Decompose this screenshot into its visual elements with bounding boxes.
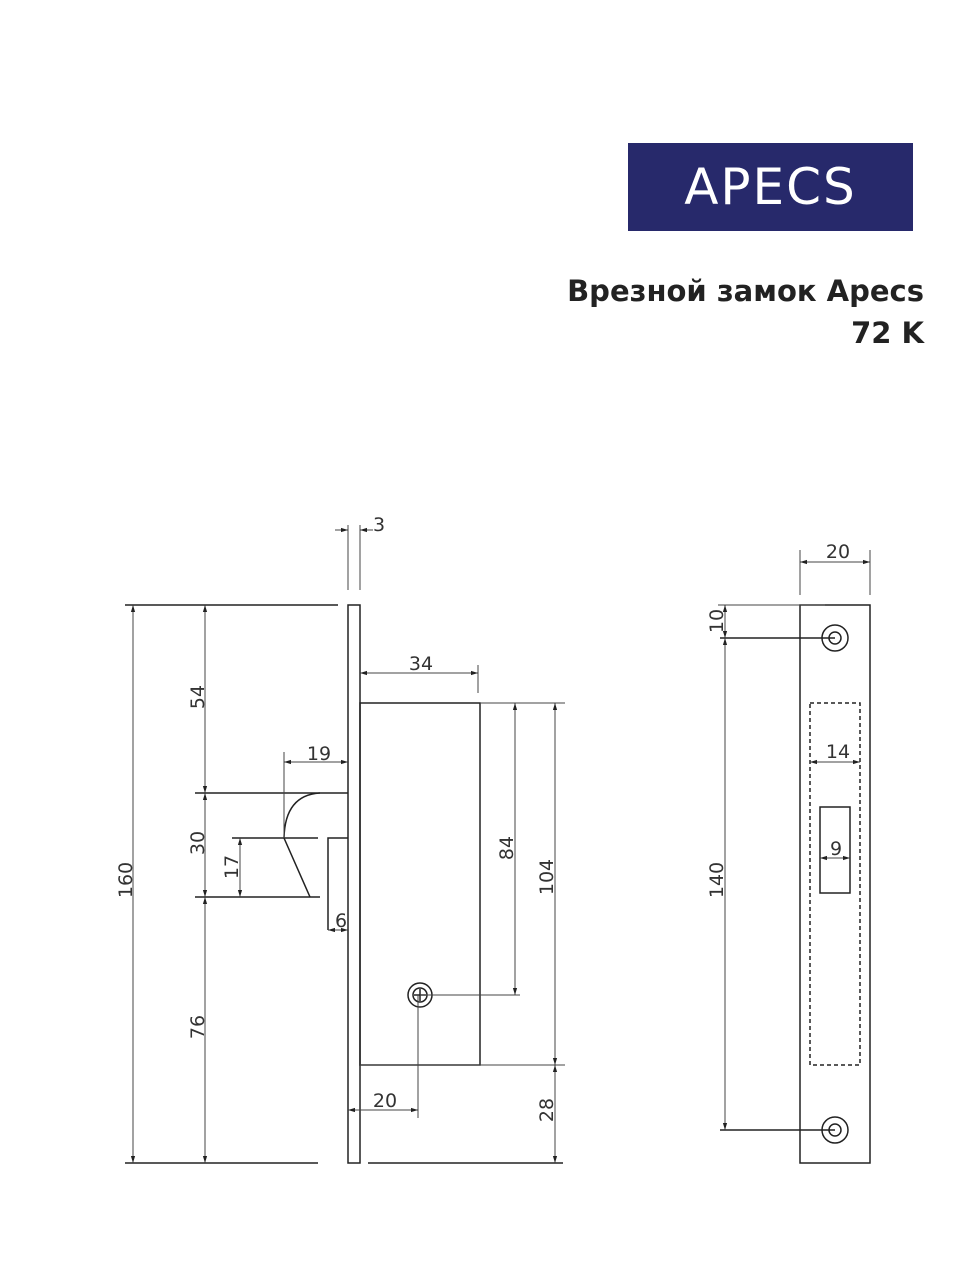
dim-30: 30: [187, 831, 209, 855]
dim-20-backset: 20: [373, 1090, 397, 1112]
dim-6: 6: [335, 910, 347, 932]
dim-19: 19: [307, 743, 331, 765]
lock-body: [359, 702, 481, 1066]
mounting-hole-icon: [821, 624, 849, 652]
dim-17: 17: [221, 855, 243, 879]
faceplate: [347, 604, 361, 1164]
dim-10: 10: [706, 609, 728, 633]
dim-20-width: 20: [826, 541, 850, 563]
dim-140: 140: [706, 862, 728, 898]
title-line-1: Врезной замок Apecs: [567, 274, 924, 308]
recess-outline: [809, 702, 861, 1066]
dim-14: 14: [826, 741, 850, 763]
dim-76: 76: [187, 1015, 209, 1039]
dim-9: 9: [830, 838, 842, 860]
dim-3: 3: [373, 514, 385, 536]
dim-54: 54: [187, 685, 209, 709]
dim-34: 34: [409, 653, 433, 675]
strike-plate-view: 20 10 140 14 9: [706, 541, 871, 1164]
mounting-hole-icon: [821, 1116, 849, 1144]
dim-84: 84: [496, 836, 518, 860]
dim-160: 160: [115, 862, 137, 898]
dim-104: 104: [536, 859, 558, 895]
dim-28: 28: [536, 1098, 558, 1122]
logo-text: APECS: [684, 158, 857, 216]
page-title: Врезной замок Apecs 72 K: [567, 270, 924, 354]
title-line-2: 72 K: [851, 316, 924, 350]
side-view: 3 160 54 30 76 17 19 6 34 84 104 28 20: [115, 514, 565, 1164]
latch-slot: [819, 806, 851, 894]
latch-bolt: [195, 792, 348, 930]
apecs-logo: APECS: [628, 143, 913, 231]
